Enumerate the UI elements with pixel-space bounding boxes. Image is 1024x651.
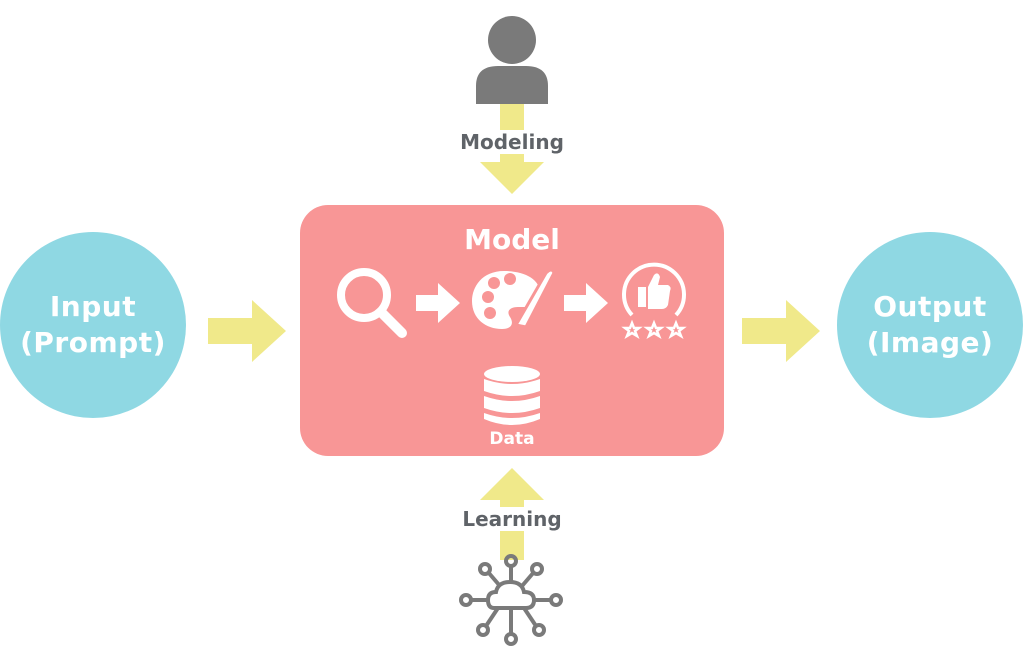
input-label: Input <box>49 290 137 323</box>
learning-label: Learning <box>432 507 592 531</box>
input-circle: Input (Prompt) <box>0 232 186 418</box>
output-sub-label: (Image) <box>866 326 994 359</box>
arrow-right-icon-2 <box>564 283 608 323</box>
model-box: Model Data <box>300 205 724 456</box>
arrow-right-input-to-model <box>208 300 286 362</box>
model-title: Model <box>464 223 560 256</box>
output-circle: Output (Image) <box>837 232 1023 418</box>
modeling-label: Modeling <box>432 130 592 154</box>
person-icon <box>476 16 548 104</box>
arrow-right-model-to-output <box>742 300 820 362</box>
data-label: Data <box>489 429 535 449</box>
thumbs-up-rating-icon <box>621 262 687 339</box>
arrow-right-icon <box>416 283 460 323</box>
database-icon <box>484 366 540 425</box>
input-sub-label: (Prompt) <box>20 326 166 359</box>
search-icon <box>337 268 407 338</box>
palette-icon <box>472 268 556 329</box>
output-label: Output <box>873 290 987 323</box>
cloud-network-icon <box>459 554 563 646</box>
